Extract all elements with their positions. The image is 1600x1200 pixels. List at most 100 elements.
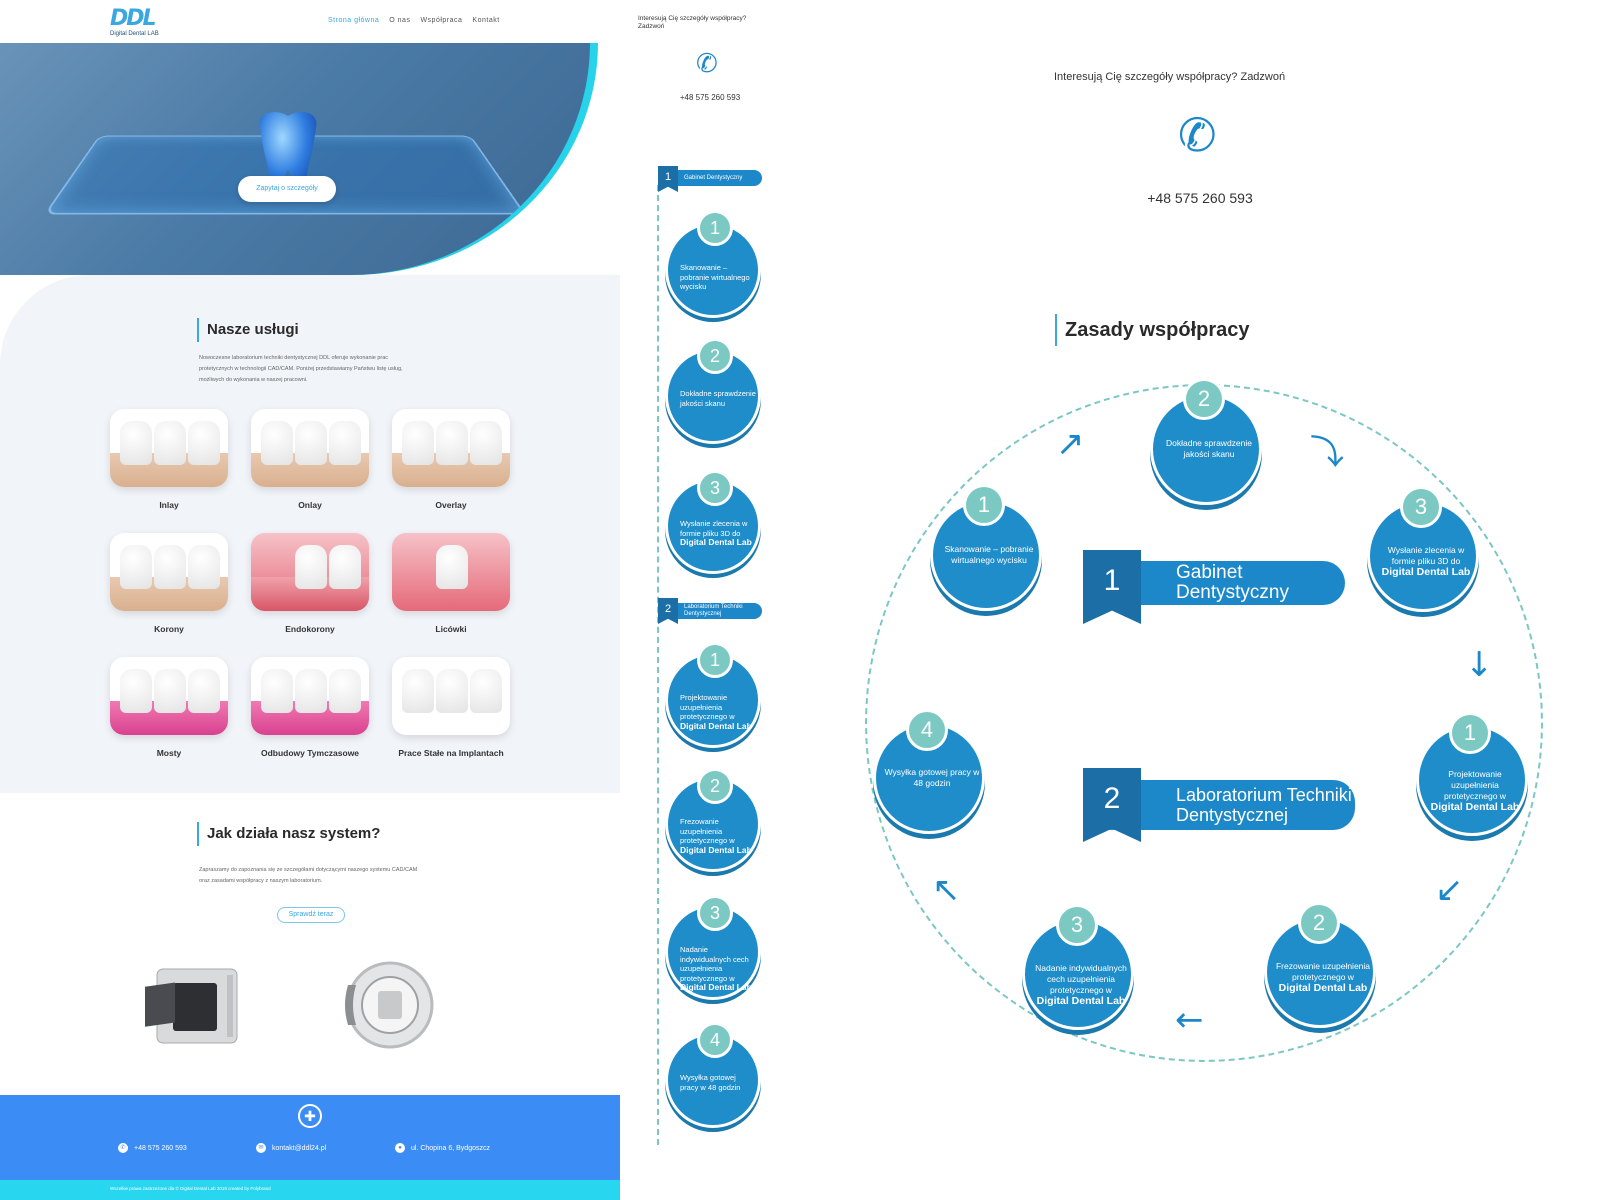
email-icon: ✉ [256, 1143, 266, 1153]
step-text: Nadanie indywidualnych cech uzupełnienia… [680, 945, 756, 993]
arrow-down-icon: ↓ [1465, 645, 1494, 685]
logo-text: Digital Dental LAB [110, 31, 159, 37]
step-circle: Projektowanie uzupełnienia protetycznego… [1416, 724, 1528, 836]
how-it-works-title: Jak działa nasz system? [197, 822, 380, 846]
footer-phone[interactable]: ✆ +48 575 260 593 [118, 1143, 187, 1153]
mobile-phone-number[interactable]: +48 575 260 593 [679, 93, 741, 102]
check-now-button[interactable]: Sprawdź teraz [277, 907, 345, 923]
step-number: 1 [697, 642, 733, 678]
desktop-page: DDL Digital Dental LAB Strona główna O n… [0, 0, 620, 1200]
step-text: Dokładne sprawdzenie jakości skanu [680, 389, 756, 408]
mobile-group2-flag: 2 [658, 598, 678, 624]
step-text-main: Wysłanie zlecenia w formie pliku 3D do [1387, 545, 1465, 566]
services-title: Nasze usługi [197, 318, 299, 342]
logo[interactable]: DDL Digital Dental LAB [110, 6, 159, 38]
service-card-onlay[interactable] [251, 409, 369, 487]
step-number: 3 [1056, 904, 1098, 946]
step-text-main: Frezowanie uzupełnienia protetycznego w [680, 817, 735, 845]
mobile-group2-tag: Laboratorium Techniki Dentystycznej [658, 603, 762, 619]
services-description: Nowoczesne laboratorium techniki dentyst… [199, 355, 403, 383]
arrow-down-left-icon: ↙ [1435, 870, 1464, 910]
service-card-bridges[interactable] [110, 657, 228, 735]
footer-address[interactable]: ● ul. Chopina 6, Bydgoszcz [395, 1143, 490, 1153]
step-text: Nadanie indywidualnych cech uzupełnienia… [1031, 963, 1131, 1007]
step-text-main: Wysłanie zlecenia w formie pliku 3D do [680, 519, 748, 538]
ask-details-button[interactable]: Zapytaj o szczegóły [238, 176, 336, 202]
service-card-overlay[interactable] [392, 409, 510, 487]
service-card-temporary[interactable] [251, 657, 369, 735]
cta-question: Interesują Cię szczegóły współpracy? Zad… [1054, 71, 1286, 83]
mobile-group1-flag: 1 [658, 166, 678, 192]
arrow-left-icon: ← [1175, 1000, 1204, 1040]
step-number: 2 [697, 768, 733, 804]
location-icon: ● [395, 1143, 405, 1153]
process-title: Zasady współpracy [1055, 314, 1250, 346]
service-label: Overlay [435, 500, 467, 510]
logo-mark: DDL [110, 6, 157, 31]
step-number: 3 [697, 895, 733, 931]
step-text-bold: Digital Dental Lab [680, 982, 752, 992]
how-it-works-description: Zapraszamy do zapoznania się ze szczegół… [199, 867, 418, 884]
plus-icon: ✚ [298, 1104, 322, 1128]
step-text-bold: Digital Dental Lab [1278, 982, 1368, 994]
step-text: Skanowanie – pobranie wirtualnego wycisk… [680, 263, 750, 291]
step-text-bold: Digital Dental Lab [1036, 995, 1126, 1007]
step-text: Wysyłka gotowej pracy w 48 godzin [680, 1073, 741, 1092]
step-text: Projektowanie uzupełnienia protetycznego… [1425, 769, 1525, 813]
step-text: Dokładne sprawdzenie jakości skanu [1166, 438, 1252, 459]
step-text-main: Nadanie indywidualnych cech uzupełnienia… [680, 945, 749, 983]
cta-phone-number[interactable]: +48 575 260 593 [1147, 190, 1253, 206]
copyright: Wszelkie prawa zastrzeżone dla © Digital… [110, 1186, 271, 1191]
step-text: Skanowanie – pobranie wirtualnego wycisk… [944, 544, 1034, 565]
step-text-bold: Digital Dental Lab [1430, 801, 1520, 813]
group2-tag: Laboratorium Techniki Dentystycznej [1100, 780, 1355, 830]
header: DDL Digital Dental LAB Strona główna O n… [0, 0, 620, 43]
service-card-implants[interactable] [392, 657, 510, 735]
service-label: Odbudowy Tymczasowe [260, 748, 360, 758]
step-number: 2 [1183, 378, 1225, 420]
service-label: Korony [154, 624, 184, 634]
service-label: Licówki [435, 624, 467, 634]
mobile-group1-tag: Gabinet Dentystyczny [658, 170, 762, 186]
phone-icon: ✆ [118, 1143, 128, 1153]
step-number: 4 [697, 1022, 733, 1058]
footer-phone-text: +48 575 260 593 [134, 1144, 187, 1152]
step-text-main: Frezowanie uzupełnienia protetycznego w [1275, 961, 1371, 982]
phone-icon[interactable]: ✆ [1178, 109, 1217, 161]
step-text-main: Projektowanie uzupełnienia protetycznego… [680, 693, 735, 721]
service-label: Inlay [159, 500, 179, 510]
arrow-right-icon: ⤵ [1310, 433, 1344, 473]
nav-item-contact[interactable]: Kontakt [472, 17, 500, 24]
nav-item-about[interactable]: O nas [389, 17, 411, 24]
service-card-inlay[interactable] [110, 409, 228, 487]
service-card-endocrowns[interactable] [251, 533, 369, 611]
arrow-up-left-icon: ↖ [932, 870, 961, 910]
arrow-up-right-icon: ↗ [1056, 424, 1085, 464]
step-text-bold: Digital Dental Lab [680, 720, 752, 731]
phone-icon[interactable]: ✆ [696, 48, 718, 78]
main-nav: Strona główna O nas Współpraca Kontakt [328, 17, 500, 24]
service-card-veneers[interactable] [392, 533, 510, 611]
nav-item-home[interactable]: Strona główna [328, 17, 380, 24]
timeline-line [657, 185, 659, 1145]
service-label: Prace Stałe na Implantach [398, 748, 504, 758]
step-number: 3 [697, 470, 733, 506]
step-number: 2 [697, 338, 733, 374]
service-label: Onlay [298, 500, 322, 510]
scanner-image [345, 961, 434, 1049]
step-number: 3 [1400, 486, 1442, 528]
step-text-main: Projektowanie uzupełnienia protetycznego… [1444, 769, 1506, 801]
service-card-crowns[interactable] [110, 533, 228, 611]
footer-email[interactable]: ✉ kontakt@ddl24.pl [256, 1143, 326, 1153]
footer-bottom-bar [0, 1180, 620, 1200]
nav-item-cooperation[interactable]: Współpraca [420, 17, 463, 24]
step-text: Projektowanie uzupełnienia protetycznego… [680, 693, 756, 731]
step-number: 1 [1449, 712, 1491, 754]
footer-address-text: ul. Chopina 6, Bydgoszcz [411, 1144, 490, 1152]
step-text-bold: Digital Dental Lab [1381, 566, 1471, 578]
